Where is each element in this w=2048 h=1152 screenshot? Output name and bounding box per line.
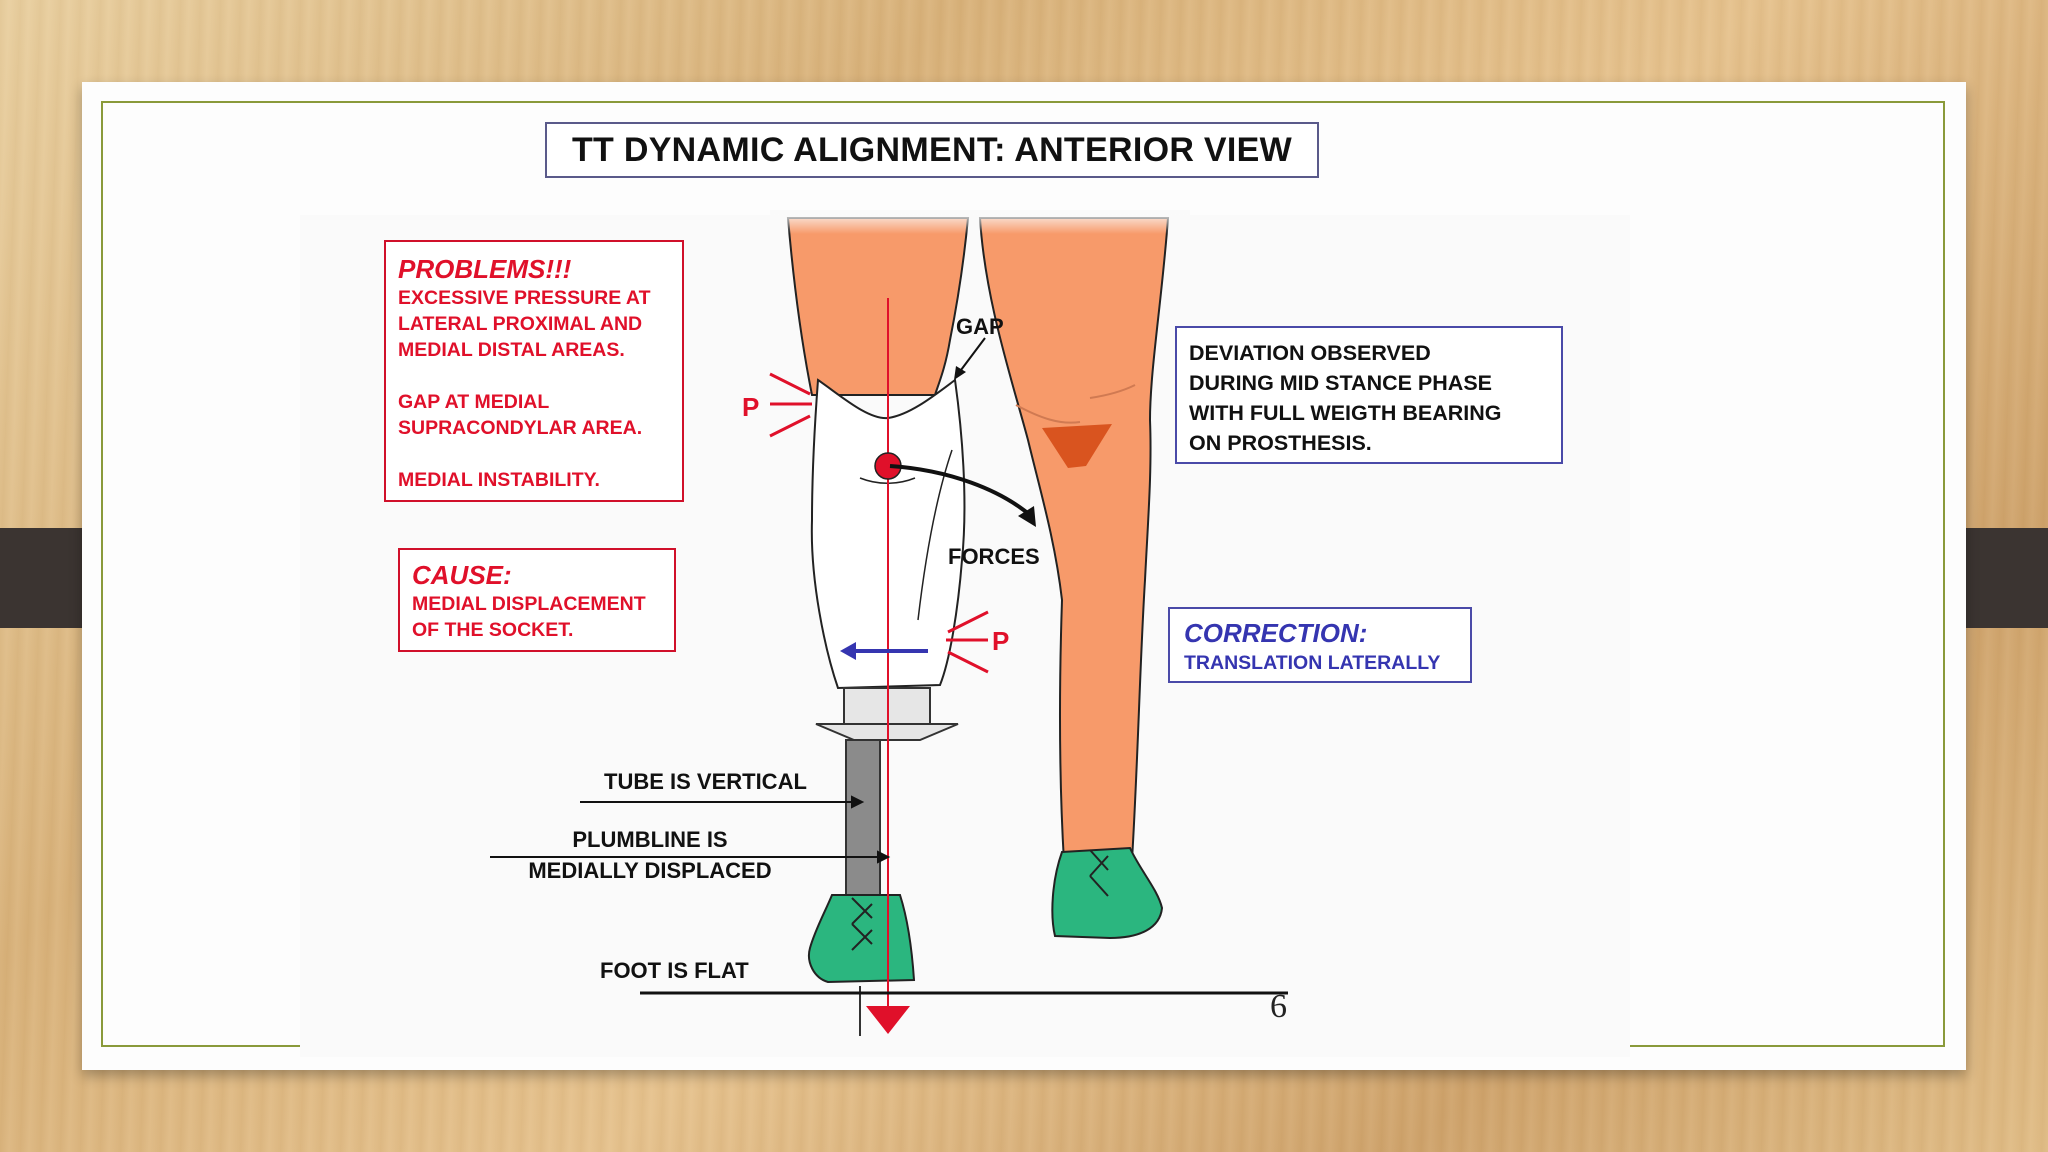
sound-leg bbox=[978, 217, 1170, 864]
problems-line: MEDIAL DISTAL AREAS. bbox=[398, 339, 625, 361]
deviation-line: DEVIATION OBSERVED bbox=[1189, 341, 1431, 365]
right-shoe bbox=[1051, 846, 1164, 940]
cause-line: MEDIAL DISPLACEMENT bbox=[412, 593, 646, 615]
cause-heading: CAUSE: bbox=[412, 560, 512, 590]
pressure-label-upper: P bbox=[742, 392, 760, 422]
problems-line: LATERAL PROXIMAL AND bbox=[398, 313, 643, 335]
annotation-leaders bbox=[490, 795, 891, 864]
correction-box: CORRECTION: TRANSLATION LATERALLY bbox=[1168, 607, 1472, 683]
pressure-arrows-upper bbox=[769, 372, 812, 438]
pressure-label-lower: P bbox=[992, 626, 1010, 656]
plumbline-tip bbox=[866, 1006, 910, 1034]
gap-label: GAP bbox=[956, 314, 1004, 339]
problems-line: GAP AT MEDIAL bbox=[398, 391, 550, 413]
deviation-box: DEVIATION OBSERVED DURING MID STANCE PHA… bbox=[1175, 326, 1563, 464]
foot-label: FOOT IS FLAT bbox=[600, 958, 749, 983]
tube-label: TUBE IS VERTICAL bbox=[604, 769, 807, 794]
plumbline-label-line: MEDIALLY DISPLACED bbox=[528, 858, 772, 883]
cause-line: OF THE SOCKET. bbox=[412, 619, 574, 641]
problems-line: SUPRACONDYLAR AREA. bbox=[398, 417, 643, 439]
problems-spacer bbox=[398, 363, 670, 389]
forces-label: FORCES bbox=[948, 544, 1040, 569]
pressure-arrows-lower bbox=[946, 610, 989, 674]
deviation-line: DURING MID STANCE PHASE bbox=[1189, 371, 1493, 395]
patella-shape bbox=[1042, 424, 1112, 468]
correction-text: TRANSLATION LATERALLY bbox=[1184, 652, 1441, 674]
cause-box: CAUSE: MEDIAL DISPLACEMENT OF THE SOCKET… bbox=[398, 548, 676, 652]
problems-line: MEDIAL INSTABILITY. bbox=[398, 469, 600, 491]
pylon-tube bbox=[845, 739, 881, 899]
problems-box: PROBLEMS!!! EXCESSIVE PRESSURE AT LATERA… bbox=[384, 240, 684, 502]
force-arrow bbox=[889, 464, 1032, 517]
slide-title: TT DYNAMIC ALIGNMENT: ANTERIOR VIEW bbox=[545, 122, 1319, 178]
plumbline-label: PLUMBLINE IS MEDIALLY DISPLACED bbox=[505, 824, 795, 886]
correction-heading: CORRECTION: bbox=[1184, 618, 1368, 648]
deviation-line: WITH FULL WEIGTH BEARING bbox=[1189, 401, 1502, 425]
residual-thigh bbox=[786, 217, 970, 396]
page-number: 6 bbox=[1270, 988, 1287, 1025]
problems-heading: PROBLEMS!!! bbox=[398, 254, 572, 284]
problems-spacer bbox=[398, 441, 670, 467]
problems-line: EXCESSIVE PRESSURE AT bbox=[398, 287, 651, 309]
plumbline-label-line: PLUMBLINE IS bbox=[572, 827, 728, 852]
deviation-line: ON PROSTHESIS. bbox=[1189, 431, 1372, 455]
